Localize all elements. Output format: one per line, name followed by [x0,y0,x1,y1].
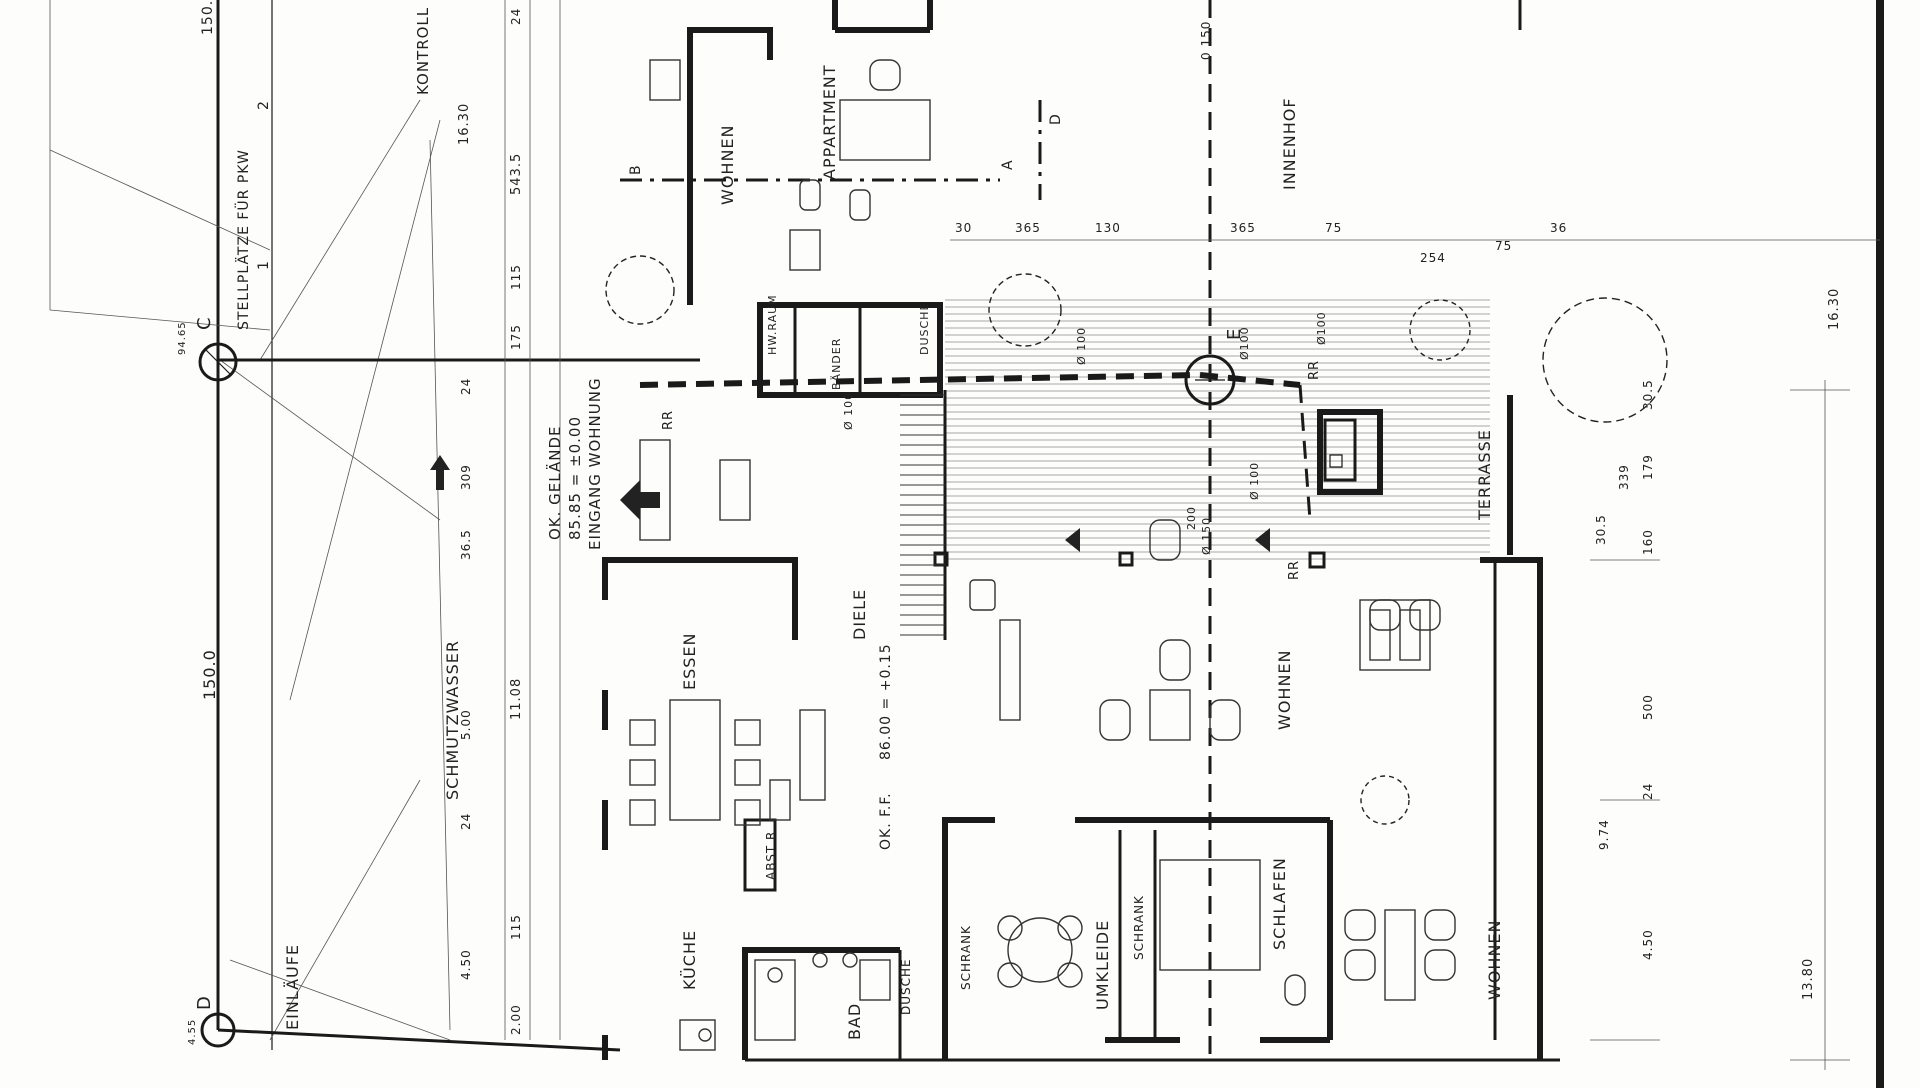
dim-1108: 11.08 [509,678,524,720]
dimension-texts: 16.30 543.5 24 115 175 24 309 36.5 11.08… [457,8,1842,1035]
label-schrank2: SCHRANK [1132,895,1146,960]
dim-365b: 365 [1015,221,1041,235]
dim-5435: 543.5 [509,153,524,195]
label-h-150-top: 150. [200,0,216,35]
label-wohnen-right: WOHNEN [1485,920,1504,1001]
label-letter-d: D [1048,113,1064,125]
label-kueche: KÜCHE [680,930,699,990]
label-schmutzwasser: SCHMUTZWASSER [443,640,462,800]
dim-1630-left: 16.30 [457,103,472,145]
dim-254: 254 [1420,251,1446,265]
dim-450a: 4.50 [459,949,473,980]
staircase [900,390,947,640]
dim-339: 339 [1617,464,1631,490]
dim-974: 9.74 [1597,819,1611,850]
label-diele: DIELE [850,589,869,640]
label-h-0100d: Ø100 [1238,326,1251,360]
dim-200: 2.00 [509,1004,523,1035]
label-dusche-bottom: DUSCHE [899,958,913,1015]
label-point-c: C [194,316,215,330]
label-h-9465: 94.65 [177,321,188,355]
label-letter-b: B [628,164,644,175]
dim-450b: 4.50 [1641,929,1655,960]
label-h-0150: 0 150 [1199,21,1213,60]
label-gelaende: OK. GELÄNDE [545,426,564,541]
dim-309: 309 [459,464,473,490]
label-dusche-small: DUSCHE [918,303,931,355]
manhole-d [200,1012,236,1048]
label-point-d: D [194,995,215,1010]
dim-130: 130 [1095,221,1121,235]
building-walls [602,0,1884,1088]
label-schrank1: SCHRANK [959,925,973,990]
label-umkleide: UMKLEIDE [1093,920,1112,1010]
dim-175: 175 [509,324,523,350]
label-h-0100b: Ø 100 [1248,462,1261,500]
dim-179: 179 [1641,454,1655,480]
dim-30: 30 [955,221,972,235]
direction-arrows [430,455,1270,552]
label-h-0100a: Ø 100 [1075,327,1088,365]
label-rr2: RR [1307,360,1322,380]
label-h-0150b: Ø 150 [1200,517,1213,555]
dim-24c: 24 [459,813,473,830]
dimension-lines [504,0,1880,1070]
dim-115b: 115 [509,914,523,940]
label-stellplaetze: STELLPLÄTZE FÜR PKW [234,149,252,330]
label-rr1: RR [661,410,676,430]
label-num1: 1 [256,260,272,270]
label-num2: 2 [256,100,272,110]
labels: STELLPLÄTZE FÜR PKW 1 2 KONTROLL SCHMUTZ… [177,0,1504,1045]
dim-160: 160 [1641,529,1655,555]
label-abst: ABST R [764,831,778,880]
dim-75b: 75 [1495,239,1512,253]
dim-500b: 500 [1641,694,1655,720]
label-schlafen: SCHLAFEN [1270,857,1289,950]
dim-115a: 115 [509,264,523,290]
label-okff: OK. F.F. [878,792,894,850]
label-essen: ESSEN [680,633,699,691]
terrace-hatching [945,299,1490,560]
label-h-1500: 150.0 [200,649,219,700]
label-eingang: EINGANG WOHNUNG [586,377,604,550]
dim-1380: 13.80 [1801,958,1816,1000]
manhole-c [198,342,238,382]
trees [605,255,1668,825]
label-h-0100e: Ø100 [1315,311,1328,345]
label-innenhof: INNENHOF [1280,97,1299,190]
dim-24b: 24 [459,378,473,395]
label-h-200: 200 [1185,506,1198,530]
label-baender: BÄNDER [830,338,843,390]
label-rr3: RR [1287,560,1302,580]
dim-365c: 365 [1230,221,1256,235]
label-point-e: E [1224,328,1245,340]
dim-500a: 5.00 [459,709,473,740]
label-h-455: 4.55 [187,1019,198,1045]
label-wohnen-center: WOHNEN [1275,650,1294,731]
dim-75a: 75 [1325,221,1342,235]
label-letter-a: A [1000,159,1016,170]
label-kontroll: KONTROLL [414,7,432,95]
label-hwraum: HW.RAUM [766,294,779,355]
label-einlaeufe: EINLÄUFE [283,944,302,1030]
dim-365a: 36.5 [459,529,473,560]
label-bad: BAD [845,1003,864,1040]
dim-24d: 24 [1641,783,1655,800]
dim-1630-right: 16.30 [1827,288,1842,330]
dim-36: 36 [1550,221,1567,235]
label-wohnen-top: WOHNEN [718,125,737,206]
label-terrasse: TERRASSE [1475,429,1494,521]
label-appartment: APPARTMENT [820,64,839,180]
label-okff-val: 86.00 = +0.15 [878,643,894,760]
dim-305a: 30.5 [1641,379,1655,410]
manhole-e [1184,354,1236,406]
label-gelaende-val: 85.85 = ±0.00 [566,416,584,540]
dim-24a: 24 [509,8,523,25]
dim-305b: 30.5 [1594,514,1608,545]
label-h-0100c: Ø 100 [842,392,855,430]
